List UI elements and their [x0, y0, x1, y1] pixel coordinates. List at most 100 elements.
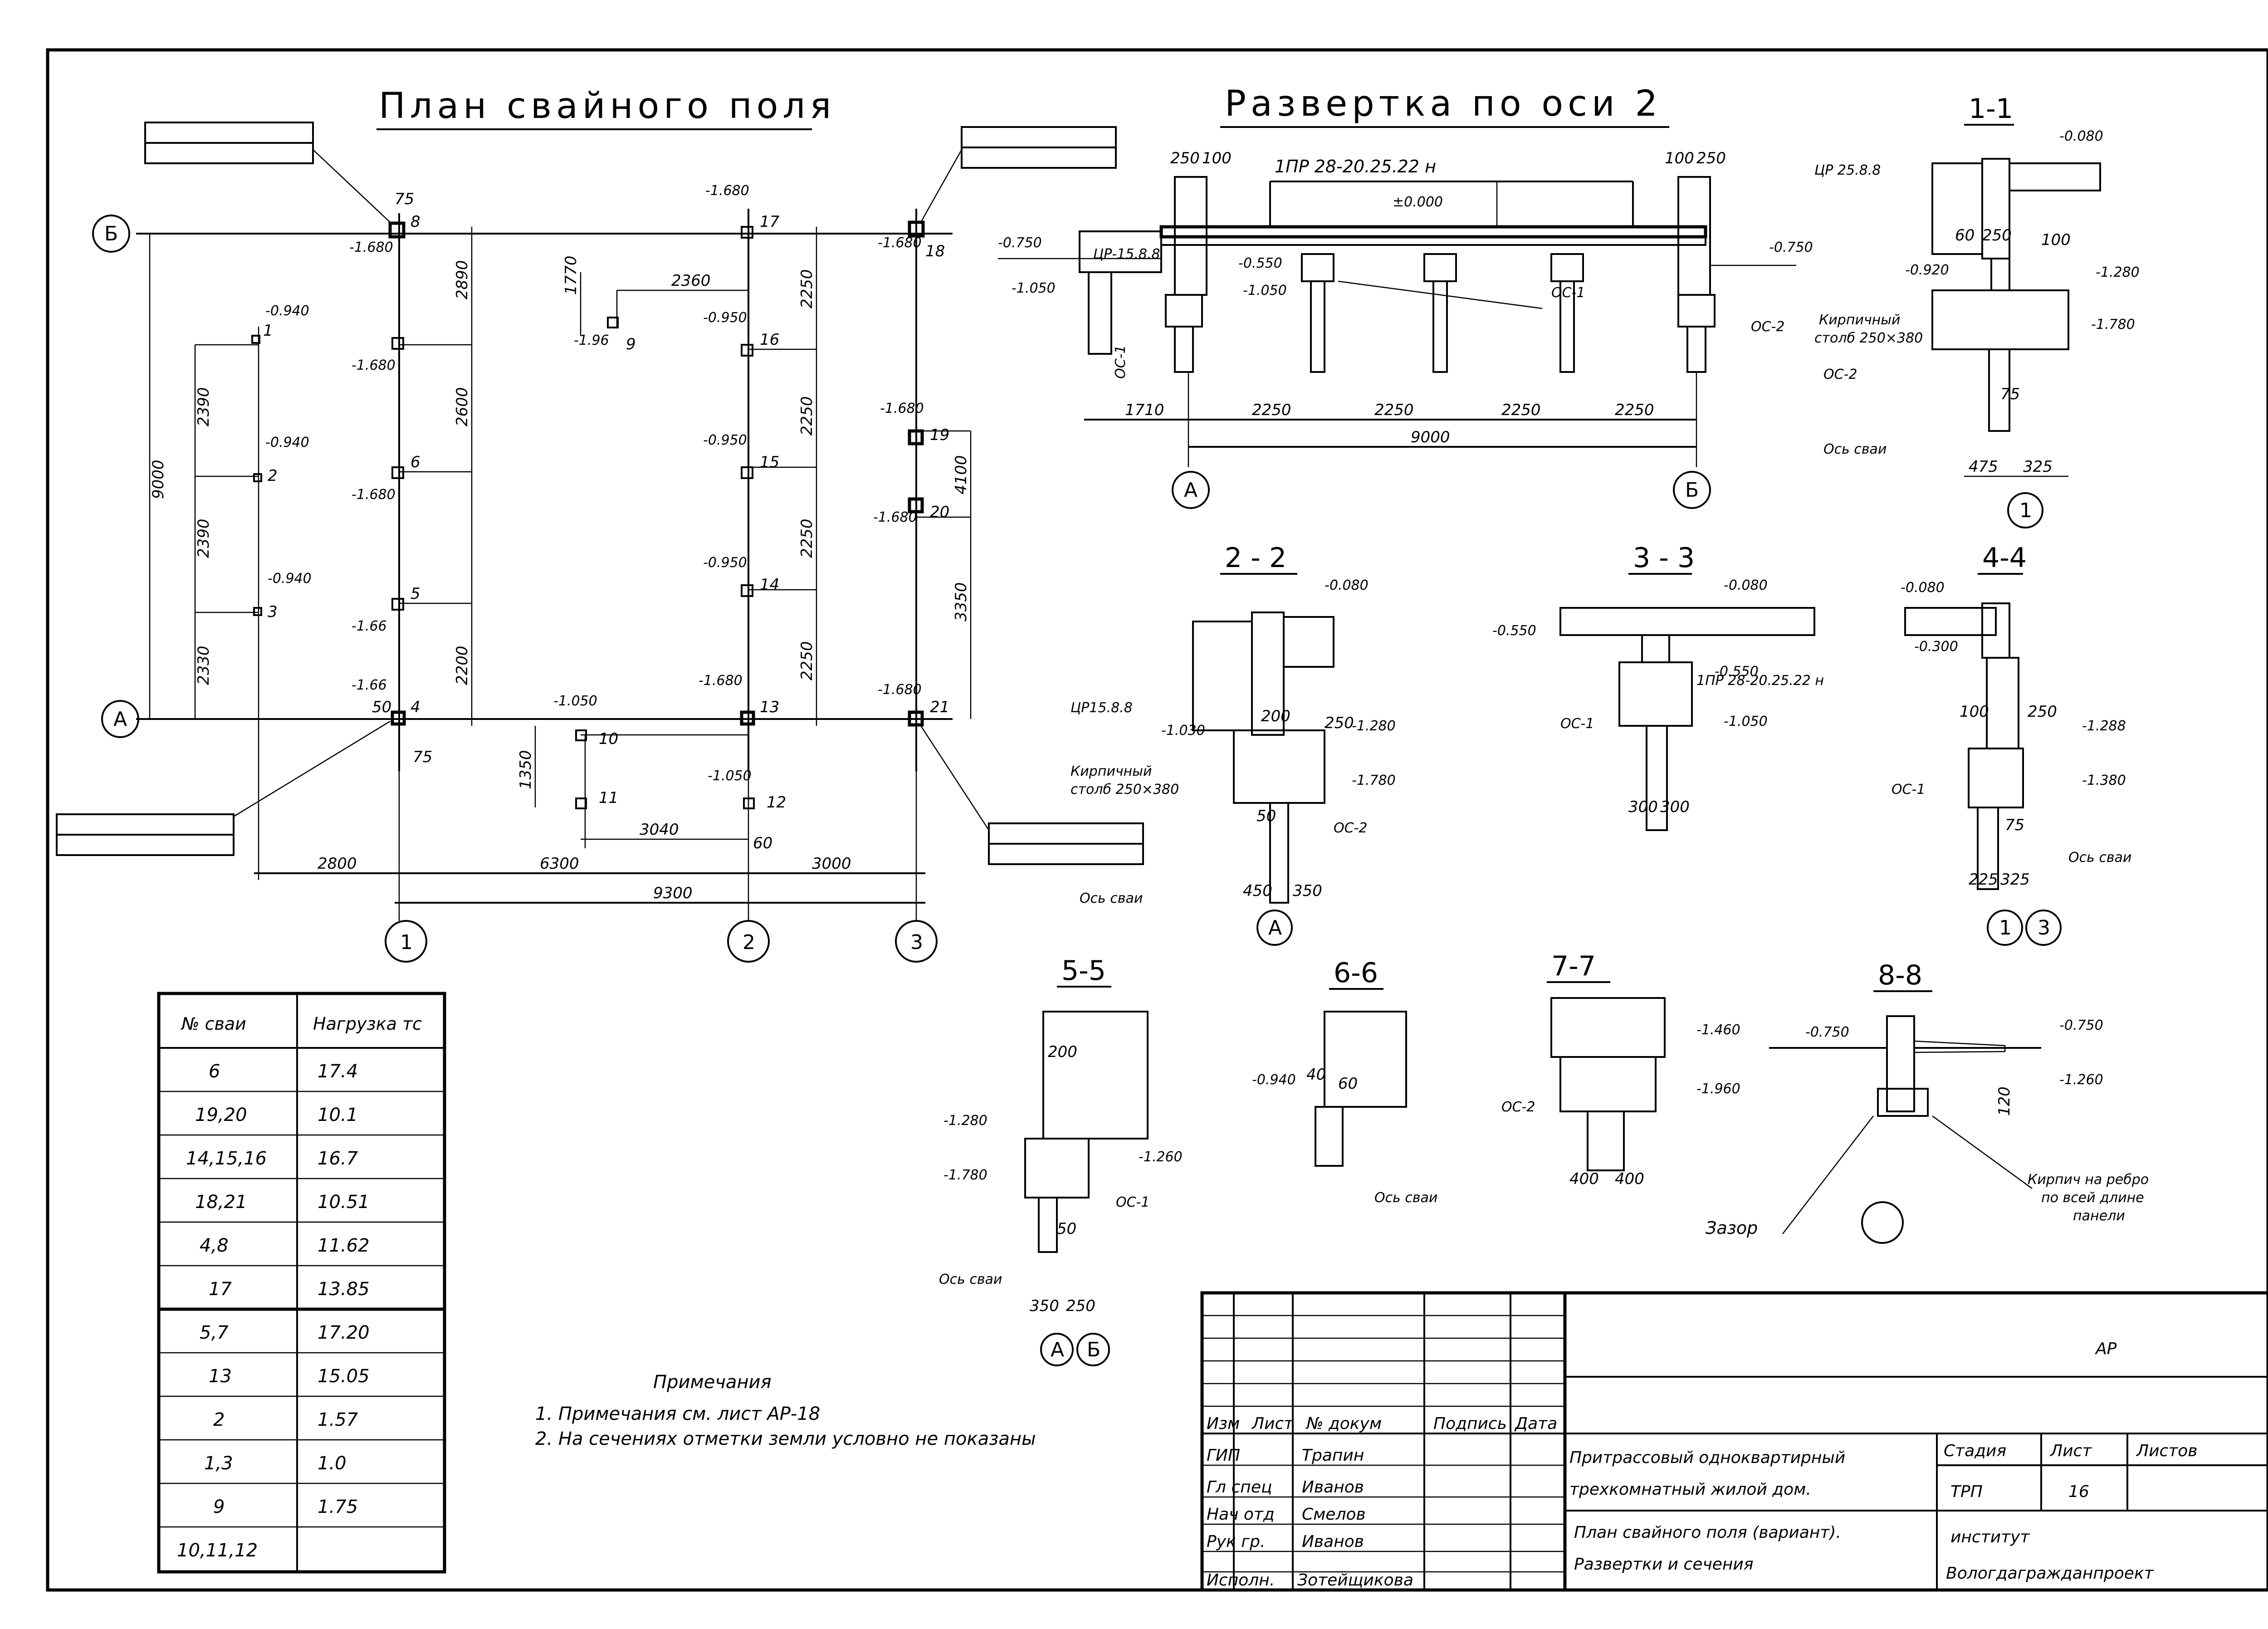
svg-text:8-8: 8-8 [1878, 959, 1922, 991]
svg-text:-1.050: -1.050 [1243, 283, 1287, 298]
svg-text:7-7: 7-7 [1551, 950, 1596, 982]
sec1-axis: 1 [2007, 492, 2043, 528]
pile-plan: План свайного поля [56, 86, 1144, 963]
svg-text:ОС-1: ОС-1 [1560, 716, 1594, 732]
svg-text:Кирпичный: Кирпичный [1819, 312, 1900, 328]
svg-text:100: 100 [1960, 703, 1989, 721]
svg-text:Б: Б [1685, 479, 1699, 502]
svg-text:450: 450 [1243, 882, 1272, 900]
svg-text:400: 400 [1569, 1170, 1599, 1188]
svg-text:-0.550: -0.550 [1715, 664, 1759, 680]
svg-text:2250: 2250 [798, 396, 816, 435]
svg-text:17: 17 [209, 1279, 232, 1300]
svg-text:14: 14 [760, 576, 779, 594]
svg-text:Трапин: Трапин [1302, 1446, 1364, 1465]
svg-text:2200: 2200 [453, 646, 471, 685]
svg-text:-1.050: -1.050 [1012, 280, 1056, 296]
svg-text:-1.280: -1.280 [2096, 264, 2140, 280]
svg-text:-1.260: -1.260 [2059, 1072, 2103, 1088]
section-6-6: 6-6 -0.940 40 60 Ось сваи [1252, 957, 1437, 1206]
svg-text:10: 10 [599, 730, 618, 748]
svg-text:200: 200 [1048, 1043, 1077, 1061]
svg-text:8: 8 [411, 213, 420, 231]
pile-levels: -0.940 -0.940 -0.940 -1.66 -1.66 -1.680 … [265, 183, 924, 784]
svg-text:100: 100 [2041, 231, 2071, 249]
svg-text:-1.280: -1.280 [943, 1113, 987, 1129]
svg-text:-0.940: -0.940 [265, 435, 309, 450]
svg-text:2: 2 [213, 1409, 225, 1430]
svg-text:75: 75 [413, 748, 432, 766]
svg-text:Зазор: Зазор [1706, 1218, 1758, 1238]
svg-text:1.0: 1.0 [318, 1453, 347, 1474]
svg-text:1,3: 1,3 [204, 1453, 233, 1474]
svg-text:-1.680: -1.680 [352, 487, 396, 503]
section-1-1: 1-1 -0.080 ЦР 25.8.8 -0.920 -1.280 -1.78… [1814, 93, 2140, 528]
svg-text:1.57: 1.57 [318, 1409, 358, 1430]
svg-text:2 - 2: 2 - 2 [1225, 542, 1286, 574]
svg-text:3040: 3040 [640, 821, 679, 839]
sheet-frame [46, 48, 2268, 1592]
svg-text:12: 12 [767, 793, 786, 812]
svg-text:100: 100 [1665, 149, 1694, 167]
dev-axis-A: А [1172, 471, 1210, 509]
svg-text:-0.920: -0.920 [1905, 262, 1949, 278]
svg-text:ОС-2: ОС-2 [1823, 367, 1857, 382]
svg-text:ОС-2: ОС-2 [1501, 1099, 1535, 1115]
svg-text:21: 21 [930, 698, 949, 716]
svg-text:75: 75 [2005, 816, 2024, 834]
svg-text:250: 250 [1066, 1297, 1095, 1315]
svg-text:60: 60 [1955, 226, 1975, 245]
svg-text:13: 13 [209, 1366, 232, 1387]
svg-text:-1.66: -1.66 [352, 618, 387, 634]
svg-text:Зотейщикова: Зотейщикова [1297, 1571, 1413, 1590]
svg-text:Подпись: Подпись [1433, 1414, 1507, 1433]
svg-text:6: 6 [411, 453, 420, 471]
svg-text:2250: 2250 [1374, 401, 1414, 419]
svg-text:ЦР 25.8.8: ЦР 25.8.8 [1814, 162, 1881, 178]
title-block: АР Изм Лист № докум Подпись Дата ГИП Гл … [1200, 1291, 2268, 1592]
svg-text:№ докум: № докум [1305, 1414, 1382, 1433]
svg-text:2390: 2390 [195, 387, 213, 426]
svg-text:3350: 3350 [952, 582, 970, 621]
svg-text:5: 5 [411, 585, 420, 603]
svg-text:-1.96: -1.96 [574, 333, 609, 348]
svg-text:10,11,12: 10,11,12 [177, 1540, 258, 1561]
svg-text:2890: 2890 [453, 260, 471, 299]
svg-text:14,15,16: 14,15,16 [186, 1148, 267, 1169]
svg-text:60: 60 [753, 834, 772, 852]
svg-text:50: 50 [1057, 1220, 1076, 1238]
svg-text:Кирпич на ребро: Кирпич на ребро [2028, 1172, 2149, 1188]
svg-text:-0.940: -0.940 [1252, 1072, 1296, 1088]
svg-text:1770: 1770 [562, 255, 580, 295]
svg-text:325: 325 [2023, 458, 2053, 476]
svg-text:-0.080: -0.080 [2059, 128, 2103, 144]
svg-text:-0.080: -0.080 [1724, 577, 1768, 593]
svg-text:18,21: 18,21 [195, 1192, 247, 1213]
svg-text:75: 75 [395, 190, 414, 208]
svg-text:-0.940: -0.940 [265, 303, 309, 319]
development-title: Развертка по оси 2 [1225, 83, 1662, 124]
svg-text:17.4: 17.4 [318, 1061, 358, 1082]
svg-text:3: 3 [2038, 916, 2050, 939]
svg-text:18: 18 [925, 242, 945, 260]
svg-text:19: 19 [930, 426, 949, 444]
svg-text:Исполн.: Исполн. [1207, 1571, 1275, 1590]
svg-text:11: 11 [599, 789, 618, 807]
section-3-3: 3 - 3 -0.080 -0.550 -0.550 -1.050 1ПР 28… [1492, 542, 1824, 831]
svg-text:1ПР 28-20.25.22 н: 1ПР 28-20.25.22 н [1696, 673, 1824, 689]
svg-text:ТРП: ТРП [1950, 1482, 1983, 1501]
svg-text:9000: 9000 [149, 460, 167, 499]
svg-text:1.75: 1.75 [318, 1497, 358, 1517]
svg-text:ОС-1: ОС-1 [1116, 1194, 1149, 1210]
svg-text:План свайного поля (вариант).: План свайного поля (вариант). [1574, 1523, 1841, 1542]
svg-text:Вологдагражданпроект: Вологдагражданпроект [1946, 1564, 2154, 1583]
svg-text:225: 225 [1969, 871, 1998, 889]
axis-bubble-3: 3 [895, 920, 938, 963]
development-view: Развертка по оси 2 1ПР 28-20.25.22 н ±0.… [998, 83, 1813, 509]
svg-text:-0.950: -0.950 [703, 310, 747, 326]
svg-text:3000: 3000 [812, 855, 851, 873]
svg-text:Нагрузка тс: Нагрузка тс [313, 1014, 422, 1034]
svg-text:300: 300 [1628, 798, 1658, 816]
svg-text:Гл спец: Гл спец [1207, 1478, 1272, 1497]
svg-text:-1.050: -1.050 [1724, 714, 1768, 729]
